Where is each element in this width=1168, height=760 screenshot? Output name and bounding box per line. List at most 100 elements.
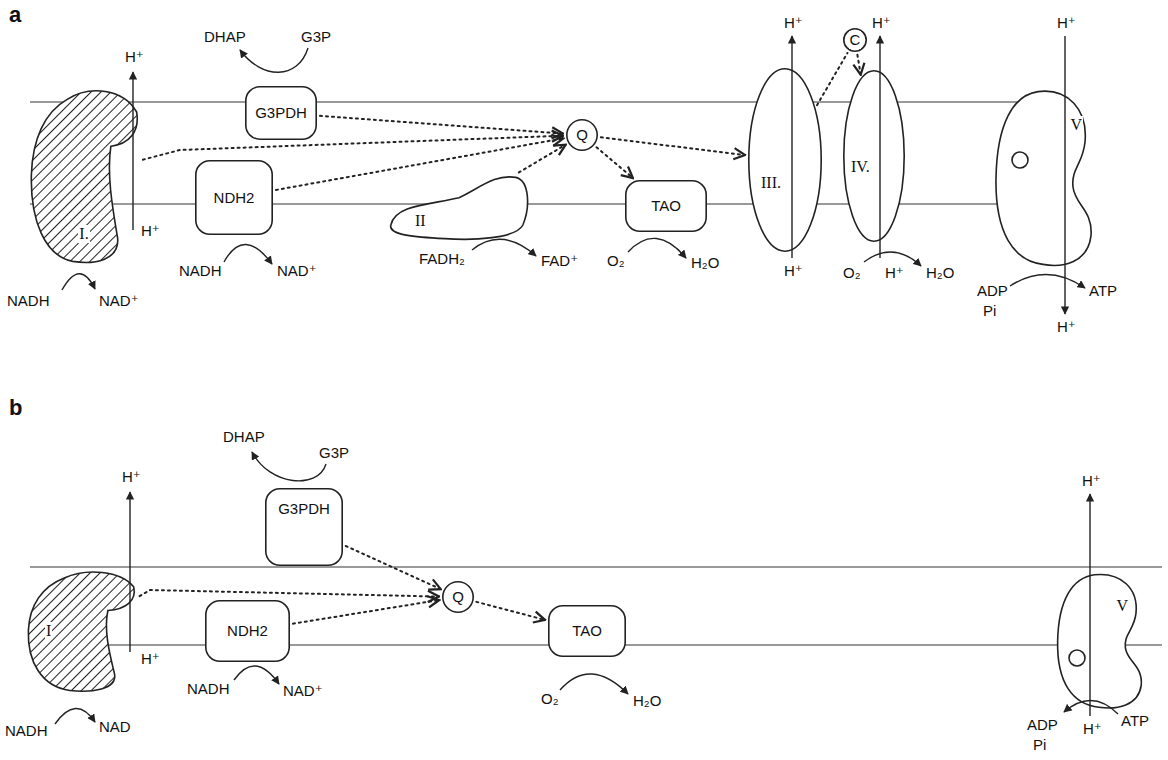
shape-outline: [843, 70, 905, 242]
node-text: IV.: [850, 158, 871, 176]
metabolite-label: O₂: [842, 264, 862, 282]
oxidase-box: TAO: [625, 180, 707, 232]
quinone-circle: Q: [442, 581, 474, 613]
metabolite-label: FADH₂: [418, 250, 466, 268]
proton-label: H⁺: [884, 264, 905, 282]
metabolite-label: NAD⁺: [98, 292, 140, 310]
metabolite-label: DHAP: [203, 28, 247, 46]
panel-letter: b: [8, 395, 23, 421]
proton-label: H⁺: [124, 48, 145, 66]
metabolite-label: NAD: [98, 718, 132, 736]
reaction-arrow: [55, 708, 95, 724]
node-text: V: [1069, 116, 1083, 134]
metabolite-label: ADP: [1026, 716, 1059, 734]
node-text: NDH2: [226, 622, 269, 640]
proton-label: H⁺: [140, 222, 161, 240]
node-text: V: [1115, 597, 1129, 615]
node-text: NDH2: [213, 189, 256, 207]
proton-label: H⁺: [1081, 472, 1102, 490]
metabolite-label: G3P: [300, 28, 332, 46]
node-text: TAO: [571, 622, 603, 640]
reaction-arrow: [560, 674, 628, 694]
enzyme-box: NDH2: [205, 600, 290, 662]
shape-outline: [748, 68, 822, 252]
electron-flow-arrow: [276, 138, 563, 190]
metabolite-label: Pi: [1032, 736, 1047, 754]
shape-outline: [25, 568, 137, 693]
oxidase-box: TAO: [548, 605, 626, 657]
metabolite-label: NADH: [186, 680, 231, 698]
proton-arrow: [132, 72, 133, 230]
metabolite-label: ATP: [1088, 282, 1118, 300]
node-text: Q: [575, 126, 589, 144]
proton-arrow: [1089, 494, 1090, 716]
electron-flow-arrow: [293, 600, 439, 624]
proton-label: H⁺: [871, 14, 892, 32]
node-text: I.: [78, 225, 89, 243]
electron-flow-arrow: [817, 53, 847, 105]
membrane-line: [30, 566, 1162, 567]
complex-blob: I: [25, 568, 137, 693]
reaction-arrow: [234, 666, 279, 684]
node-text: I: [45, 622, 52, 640]
reaction-arrow: [62, 274, 95, 290]
metabolite-label: ATP: [1120, 712, 1150, 730]
proton-label: H⁺: [121, 468, 142, 486]
metabolite-label: FAD⁺: [540, 252, 579, 270]
electron-flow-arrow: [597, 147, 633, 178]
electron-flow-arrow: [140, 590, 439, 597]
complex-blob: I.: [28, 85, 140, 265]
metabolite-label: O₂: [540, 690, 560, 708]
quinone-circle: Q: [566, 119, 598, 151]
metabolite-label: H₂O: [632, 692, 662, 710]
complex-ellipse: III.: [748, 68, 822, 252]
metabolite-label: H₂O: [925, 264, 955, 282]
proton-arrow: [879, 36, 880, 258]
electron-flow-arrow: [476, 602, 545, 620]
node-text: G3PDH: [277, 500, 331, 518]
electron-flow-arrow: [857, 55, 860, 75]
proton-label: H⁺: [1056, 14, 1077, 32]
shape-outline: [993, 88, 1093, 268]
reaction-arrow: [252, 452, 326, 481]
proton-label: H⁺: [1082, 720, 1103, 738]
reaction-arrow: [1010, 274, 1085, 288]
metabolite-label: NAD⁺: [276, 262, 318, 280]
enzyme-box: G3PDH: [265, 488, 343, 566]
proton-arrow: [1064, 36, 1065, 314]
reaction-arrow: [1064, 700, 1118, 714]
synthase-blob: V: [993, 88, 1093, 268]
node-text: Q: [451, 588, 465, 606]
proton-label: H⁺: [1056, 318, 1077, 336]
reaction-arrow: [472, 239, 536, 256]
complex-ellipse: IV.: [843, 70, 905, 242]
electron-flow-arrow: [320, 116, 563, 134]
proton-label: H⁺: [140, 650, 161, 668]
panel-letter: a: [8, 2, 22, 28]
metabolite-label: ADP: [976, 282, 1009, 300]
node-text: II: [414, 212, 427, 230]
metabolite-label: NADH: [6, 292, 51, 310]
proton-arrow: [791, 36, 792, 258]
reaction-arrow: [240, 48, 308, 72]
enzyme-box: G3PDH: [245, 86, 317, 140]
electron-flow-arrow: [601, 137, 745, 155]
electron-flow-arrow: [346, 546, 441, 589]
node-text: TAO: [650, 197, 682, 215]
metabolite-label: NADH: [4, 722, 49, 740]
node-text: C: [849, 31, 862, 49]
metabolite-label: O₂: [606, 252, 626, 270]
synthase-blob: V: [1055, 572, 1143, 710]
node-text: III.: [760, 174, 782, 192]
shape-outline: [1055, 572, 1143, 710]
electron-flow-arrow: [519, 145, 566, 173]
cytochrome-circle: C: [843, 28, 867, 52]
metabolite-label: NADH: [178, 262, 223, 280]
shape-outline: [388, 174, 530, 242]
reaction-arrow: [628, 238, 686, 258]
membrane-line: [30, 101, 1066, 102]
proton-arrow: [129, 492, 130, 652]
